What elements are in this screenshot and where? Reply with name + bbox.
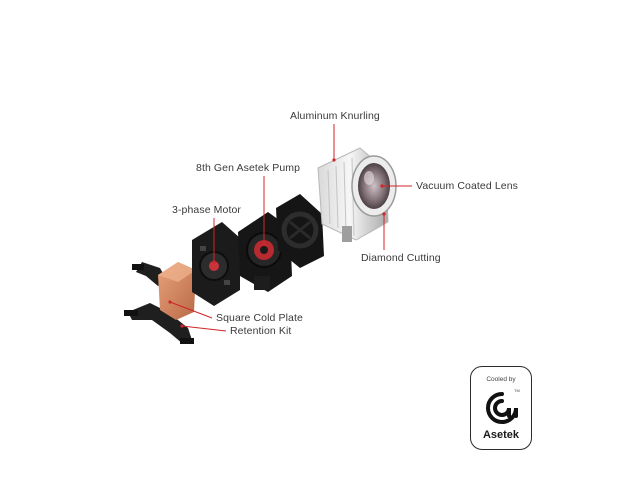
motor-part <box>192 222 240 306</box>
label-pump: 8th Gen Asetek Pump <box>196 162 301 174</box>
frame-part <box>276 194 324 268</box>
leader-dots <box>168 158 386 328</box>
cold-plate-part <box>158 262 196 320</box>
label-retention-kit: Retention Kit <box>230 325 292 337</box>
label-cold-plate: Square Cold Plate <box>216 312 303 324</box>
badge-cooled-by: Cooled by <box>486 376 516 383</box>
label-diamond-cutting: Diamond Cutting <box>361 252 441 264</box>
badge-trademark: TM <box>514 388 520 393</box>
label-aluminum-knurling: Aluminum Knurling <box>290 110 380 122</box>
lens-part <box>351 155 397 217</box>
leader-retention-kit <box>181 325 227 332</box>
leader-cold-plate <box>169 301 213 319</box>
badge-brand: Asetek <box>482 429 520 441</box>
leader-lines <box>169 124 412 332</box>
label-motor: 3-phase Motor <box>172 204 242 216</box>
asetek-badge: Cooled by TM Asetek <box>470 366 532 450</box>
label-vacuum-lens: Vacuum Coated Lens <box>416 180 519 192</box>
asetek-logo-icon <box>486 392 518 424</box>
